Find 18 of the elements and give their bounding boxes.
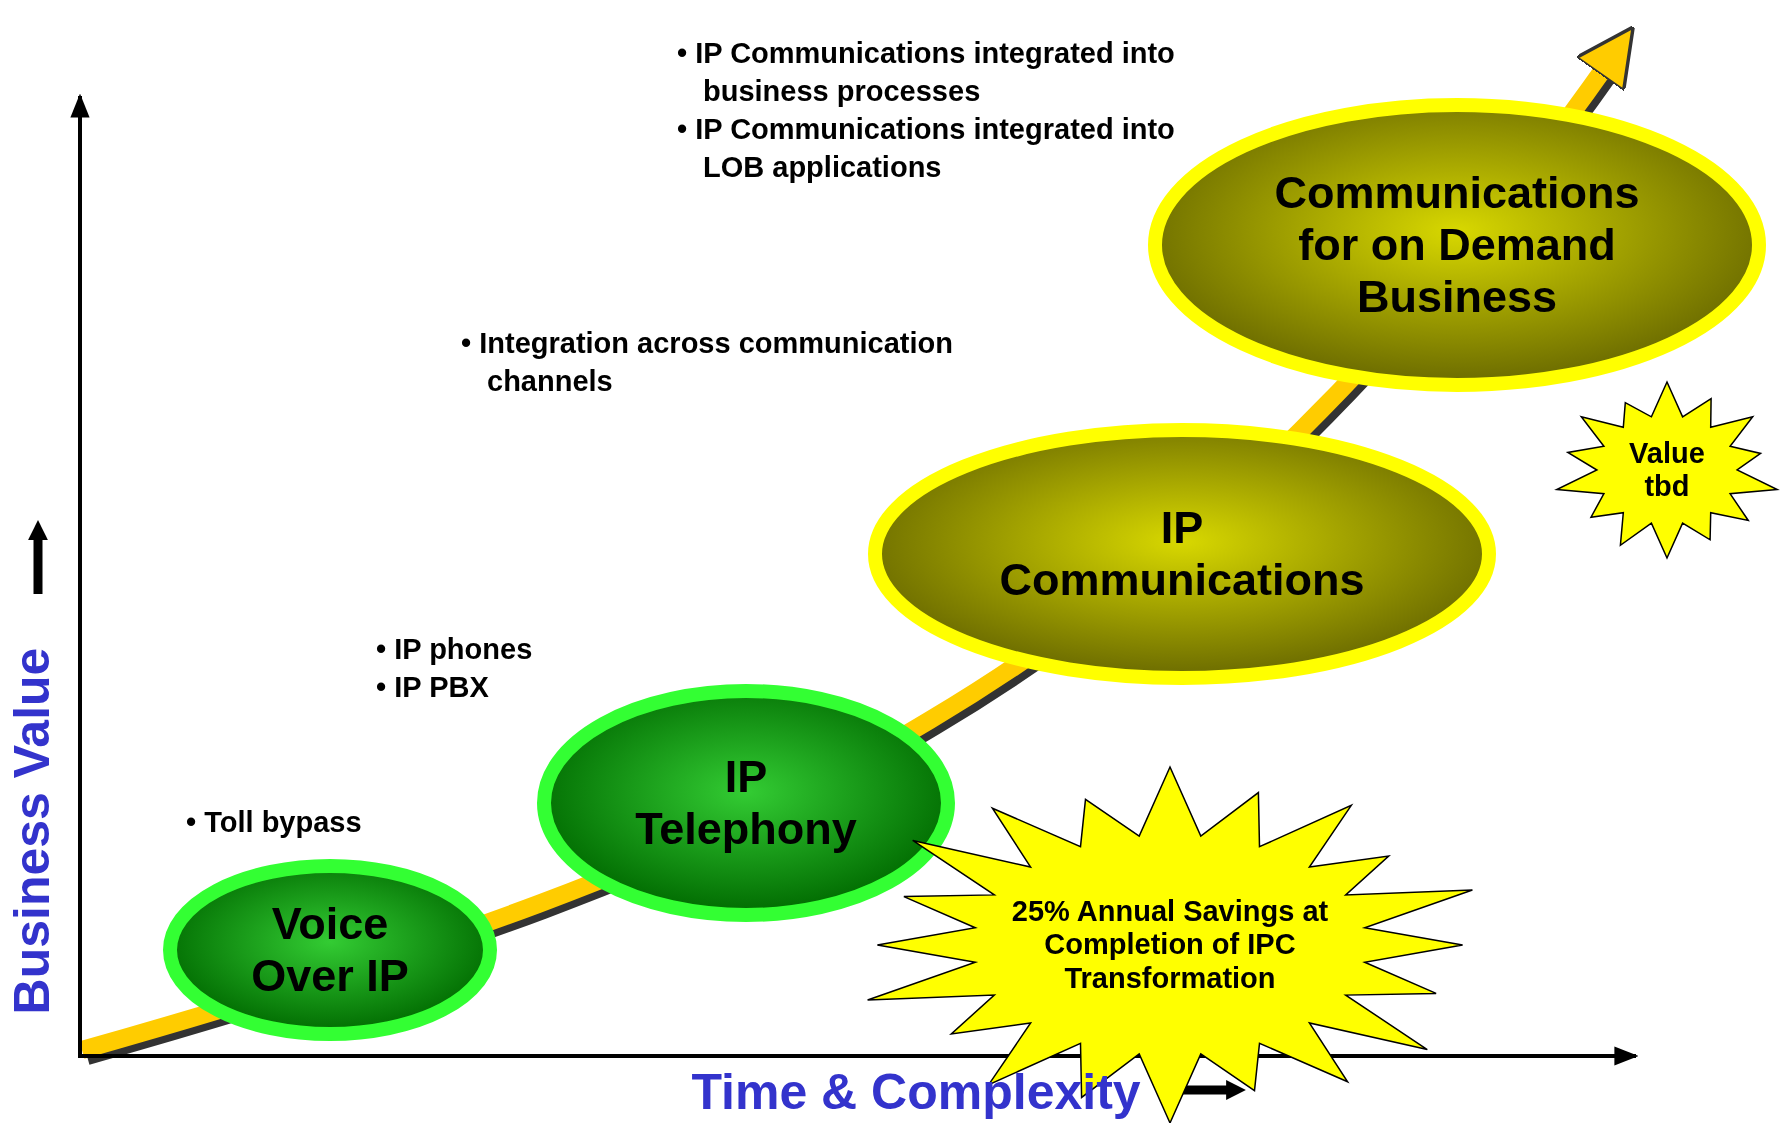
bullet-item: • IP Communications integrated into LOB applications [677, 112, 1176, 185]
starburst-node [1552, 380, 1782, 560]
bullet-item: • IP PBX [376, 670, 490, 705]
node-text: Value tbd [1628, 436, 1706, 504]
ellipse-node [867, 422, 1497, 686]
node-text: Voice Over IP [250, 898, 410, 1002]
ellipse-node [536, 683, 956, 923]
node-text: IP Communications [998, 502, 1366, 606]
bullet-item: • IP phones [376, 632, 534, 667]
ellipse-node [162, 858, 498, 1042]
bullet-item: • IP Communications integrated into business processes [677, 36, 1176, 109]
bullet-item: • Integration across communication channels [461, 326, 954, 399]
bullet-item: • Toll bypass [186, 805, 363, 840]
node-text: IP Telephony [634, 751, 858, 855]
node-text: Communications for on Demand Business [1273, 167, 1641, 323]
axis-title: Time & Complexity [691, 1063, 1141, 1121]
axis-title: Business Value [3, 647, 61, 1015]
node-text: 25% Annual Savings at Completion of IPC Transformation [1010, 895, 1330, 995]
